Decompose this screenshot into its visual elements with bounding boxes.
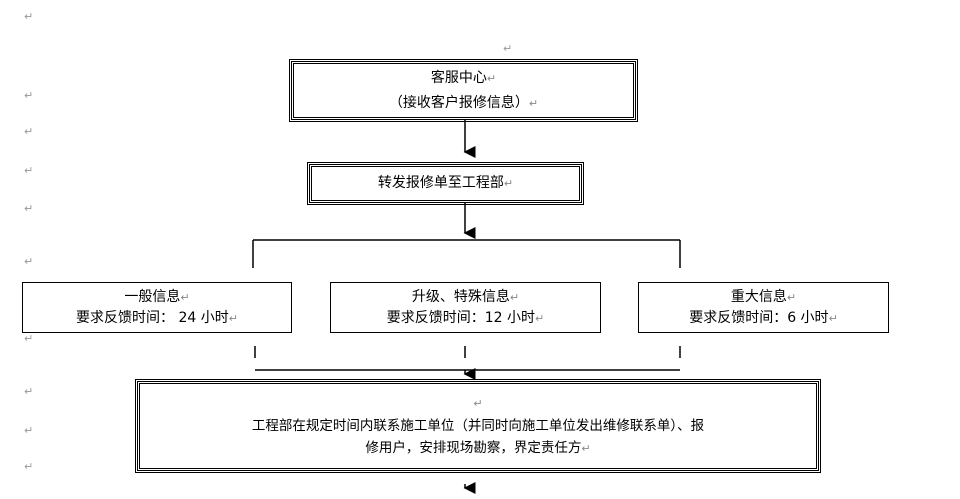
general-info-box: 一般信息↵ 要求反馈时间： 24 小时↵ [22, 282, 292, 333]
paragraph-mark: ↵ [503, 42, 513, 55]
paragraph-mark: ↵ [24, 164, 34, 177]
engineering-text-line1: 工程部在规定时间内联系施工单位（并同时向施工单位发出维修联系单）、报 [251, 417, 705, 434]
feedback-time: 要求反馈时间：12 小时 [386, 309, 536, 326]
box-title: 升级、特殊信息 [411, 288, 510, 305]
paragraph-mark: ↵ [24, 385, 34, 398]
paragraph-mark: ↵ [24, 332, 34, 345]
paragraph-mark: ↵ [24, 89, 34, 102]
forward-box: 转发报修单至工程部↵ [307, 162, 584, 205]
box-title: 客服中心 [430, 69, 487, 86]
paragraph-mark: ↵ [24, 460, 34, 473]
box-title: 一般信息 [124, 288, 181, 305]
upgrade-info-box: 升级、特殊信息↵ 要求反馈时间：12 小时↵ [330, 282, 601, 333]
engineering-box: ↵ 工程部在规定时间内联系施工单位（并同时向施工单位发出维修联系单）、报 修用户… [135, 379, 821, 473]
box-title: 重大信息 [730, 288, 787, 305]
feedback-time: 要求反馈时间：6 小时 [689, 309, 829, 326]
paragraph-mark: ↵ [24, 10, 34, 23]
major-info-box: 重大信息↵ 要求反馈时间：6 小时↵ [638, 282, 889, 333]
feedback-time: 要求反馈时间： 24 小时 [76, 309, 229, 326]
customer-service-box: 客服中心↵ （接收客户报修信息）↵ [289, 59, 638, 122]
box-title: 转发报修单至工程部 [377, 175, 504, 191]
paragraph-mark: ↵ [24, 255, 34, 268]
engineering-text-line2: 修用户，安排现场勘察，界定责任方 [365, 439, 582, 456]
paragraph-mark: ↵ [24, 125, 34, 138]
box-subtitle: （接收客户报修信息） [388, 94, 529, 111]
paragraph-mark: ↵ [24, 424, 34, 437]
paragraph-mark: ↵ [24, 202, 34, 215]
